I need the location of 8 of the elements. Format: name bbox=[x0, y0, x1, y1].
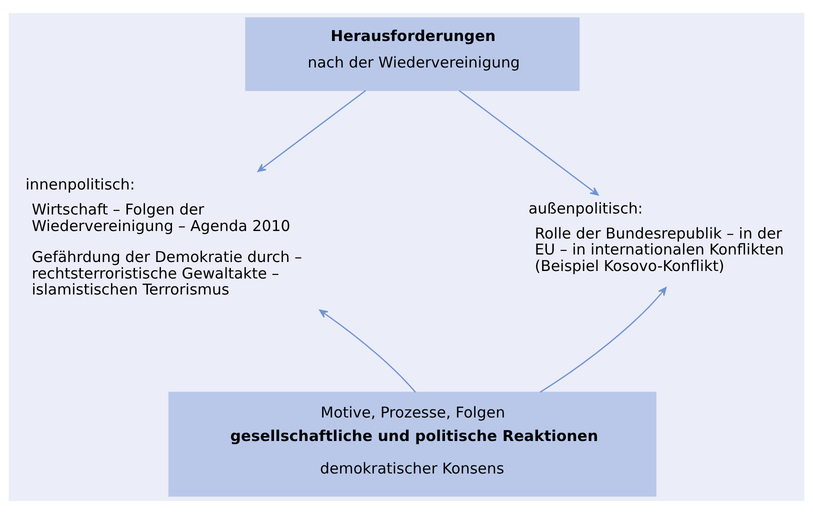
arrow bbox=[257, 90, 366, 172]
node-text: außenpolitisch: Rolle der Bundesrepublik – in der EU – in internationalen Konflikten (Beispiel Kosovo-Konflikt) bbox=[528, 199, 784, 275]
node-box: Herausforderungen nach der Wiedervereinigung bbox=[245, 17, 580, 91]
node-text: innenpolitisch: Wirtschaft – Folgen der Wiedervereinigung – Agenda 2010 Gefährdung der Demokratie durch – rechtsterroristische Gewaltakte – islamistischen Terrorismus bbox=[26, 176, 302, 299]
arrow bbox=[458, 90, 599, 196]
node-box: Motive, Prozesse, Folgen gesellschaftliche und politische Reaktionen demokratischer Konsens bbox=[168, 392, 656, 497]
arrow bbox=[540, 286, 667, 393]
arrow bbox=[319, 310, 416, 393]
